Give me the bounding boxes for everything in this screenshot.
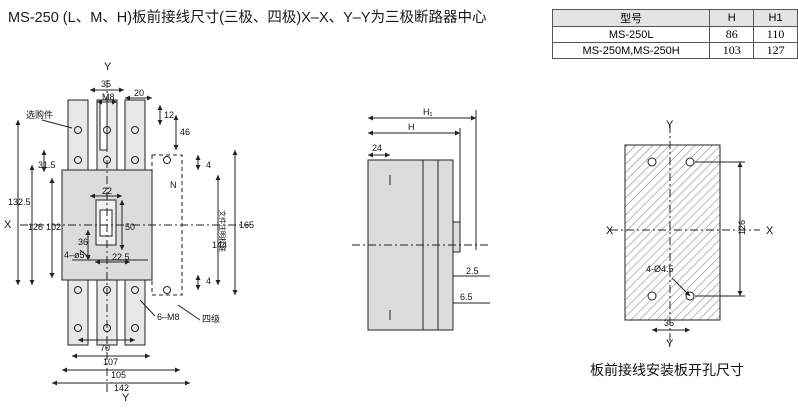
dim-2-5: 2.5 [466, 266, 479, 276]
spec-header-h1: H1 [753, 9, 798, 27]
dim-20: 20 [134, 88, 144, 98]
spec-cell-h: 103 [709, 42, 755, 59]
table-row: MS-250M,MS-250H 103 127 [551, 42, 798, 59]
front-view-labels: Y 35 M8 20 12 46 选购件 132.5 31.5 X 126 10… [4, 61, 254, 404]
dim-102: 102 [46, 222, 61, 232]
dim-144: 144 [212, 240, 227, 250]
dim-12: 12 [164, 110, 174, 120]
axis-label-y-top: Y [104, 61, 112, 73]
spec-cell-model: MS-250M,MS-250H [551, 42, 711, 59]
panel-axis-x-left: X [606, 225, 614, 237]
panel-axis-x-right: X [766, 225, 774, 237]
panel-dim-126: 126 [737, 220, 747, 235]
dim-107: 107 [103, 357, 118, 367]
dim-4-bottom: 4 [206, 276, 211, 286]
panel-axis-y-bottom: Y [666, 338, 674, 350]
side-view-labels: H₁ H 24 2.5 6.5 [372, 107, 479, 302]
page-title: MS-250 (L、M、H)板前接线尺寸(三极、四极)X–X、Y–Y为三极断路器… [8, 10, 487, 26]
label-vertical-note: 文件注明标准 [218, 210, 227, 252]
side-view [352, 110, 490, 331]
dim-142: 142 [114, 383, 129, 393]
terminal-top-1 [67, 99, 89, 171]
panel-axis-y-top: Y [666, 119, 674, 131]
dim-50: 50 [125, 222, 135, 232]
dim-22: 22 [102, 186, 112, 196]
label-n: N [170, 180, 177, 190]
label-four-pole: 四级 [202, 313, 220, 324]
spec-table-header: 型号 H H1 [551, 9, 798, 27]
terminal-bottom-1 [67, 279, 89, 346]
dim-31-5: 31.5 [38, 160, 56, 170]
dim-132-5: 132.5 [8, 197, 31, 207]
dim-35: 35 [101, 79, 111, 89]
panel-view [610, 125, 760, 345]
terminal-bottom-3 [124, 279, 146, 346]
dim-105: 105 [111, 370, 126, 380]
label-optional-part: 选购件 [26, 109, 53, 120]
axis-label-x: X [4, 219, 12, 231]
dim-6-m8: 6–M8 [157, 312, 180, 322]
dim-24: 24 [372, 143, 382, 153]
dim-36: 36 [78, 237, 88, 247]
dim-4-phi-5: 4–ø5 [64, 250, 85, 260]
panel-dim-35: 35 [664, 318, 674, 328]
dim-4-top: 4 [206, 160, 211, 170]
dim-22-5: 22.5 [112, 252, 130, 262]
front-view [15, 80, 250, 395]
hatched-panel [624, 144, 721, 321]
dim-126: 126 [28, 222, 43, 232]
axis-label-y-bottom: Y [122, 392, 130, 404]
panel-view-labels: Y X X 126 4-Ø4.5 35 Y [606, 119, 774, 350]
dim-165: 165 [239, 220, 254, 230]
panel-dim-4-phi-4-5: 4-Ø4.5 [646, 264, 674, 274]
dim-6-5: 6.5 [460, 292, 473, 302]
dim-h1: H₁ [423, 107, 433, 117]
panel-caption: 板前接线安装板开孔尺寸 [590, 363, 744, 379]
dim-m8: M8 [102, 92, 115, 102]
side-handle [452, 221, 461, 253]
spec-header-model: 型号 [551, 9, 711, 27]
spec-table: 型号 H H1 MS-250L 86 110 MS-250M,MS-250H 1… [551, 9, 798, 59]
spec-cell-h1: 127 [753, 42, 798, 59]
dim-46: 46 [180, 127, 190, 137]
terminal-top-3 [124, 99, 146, 171]
dim-70: 70 [100, 343, 110, 353]
dim-h: H [408, 122, 415, 132]
